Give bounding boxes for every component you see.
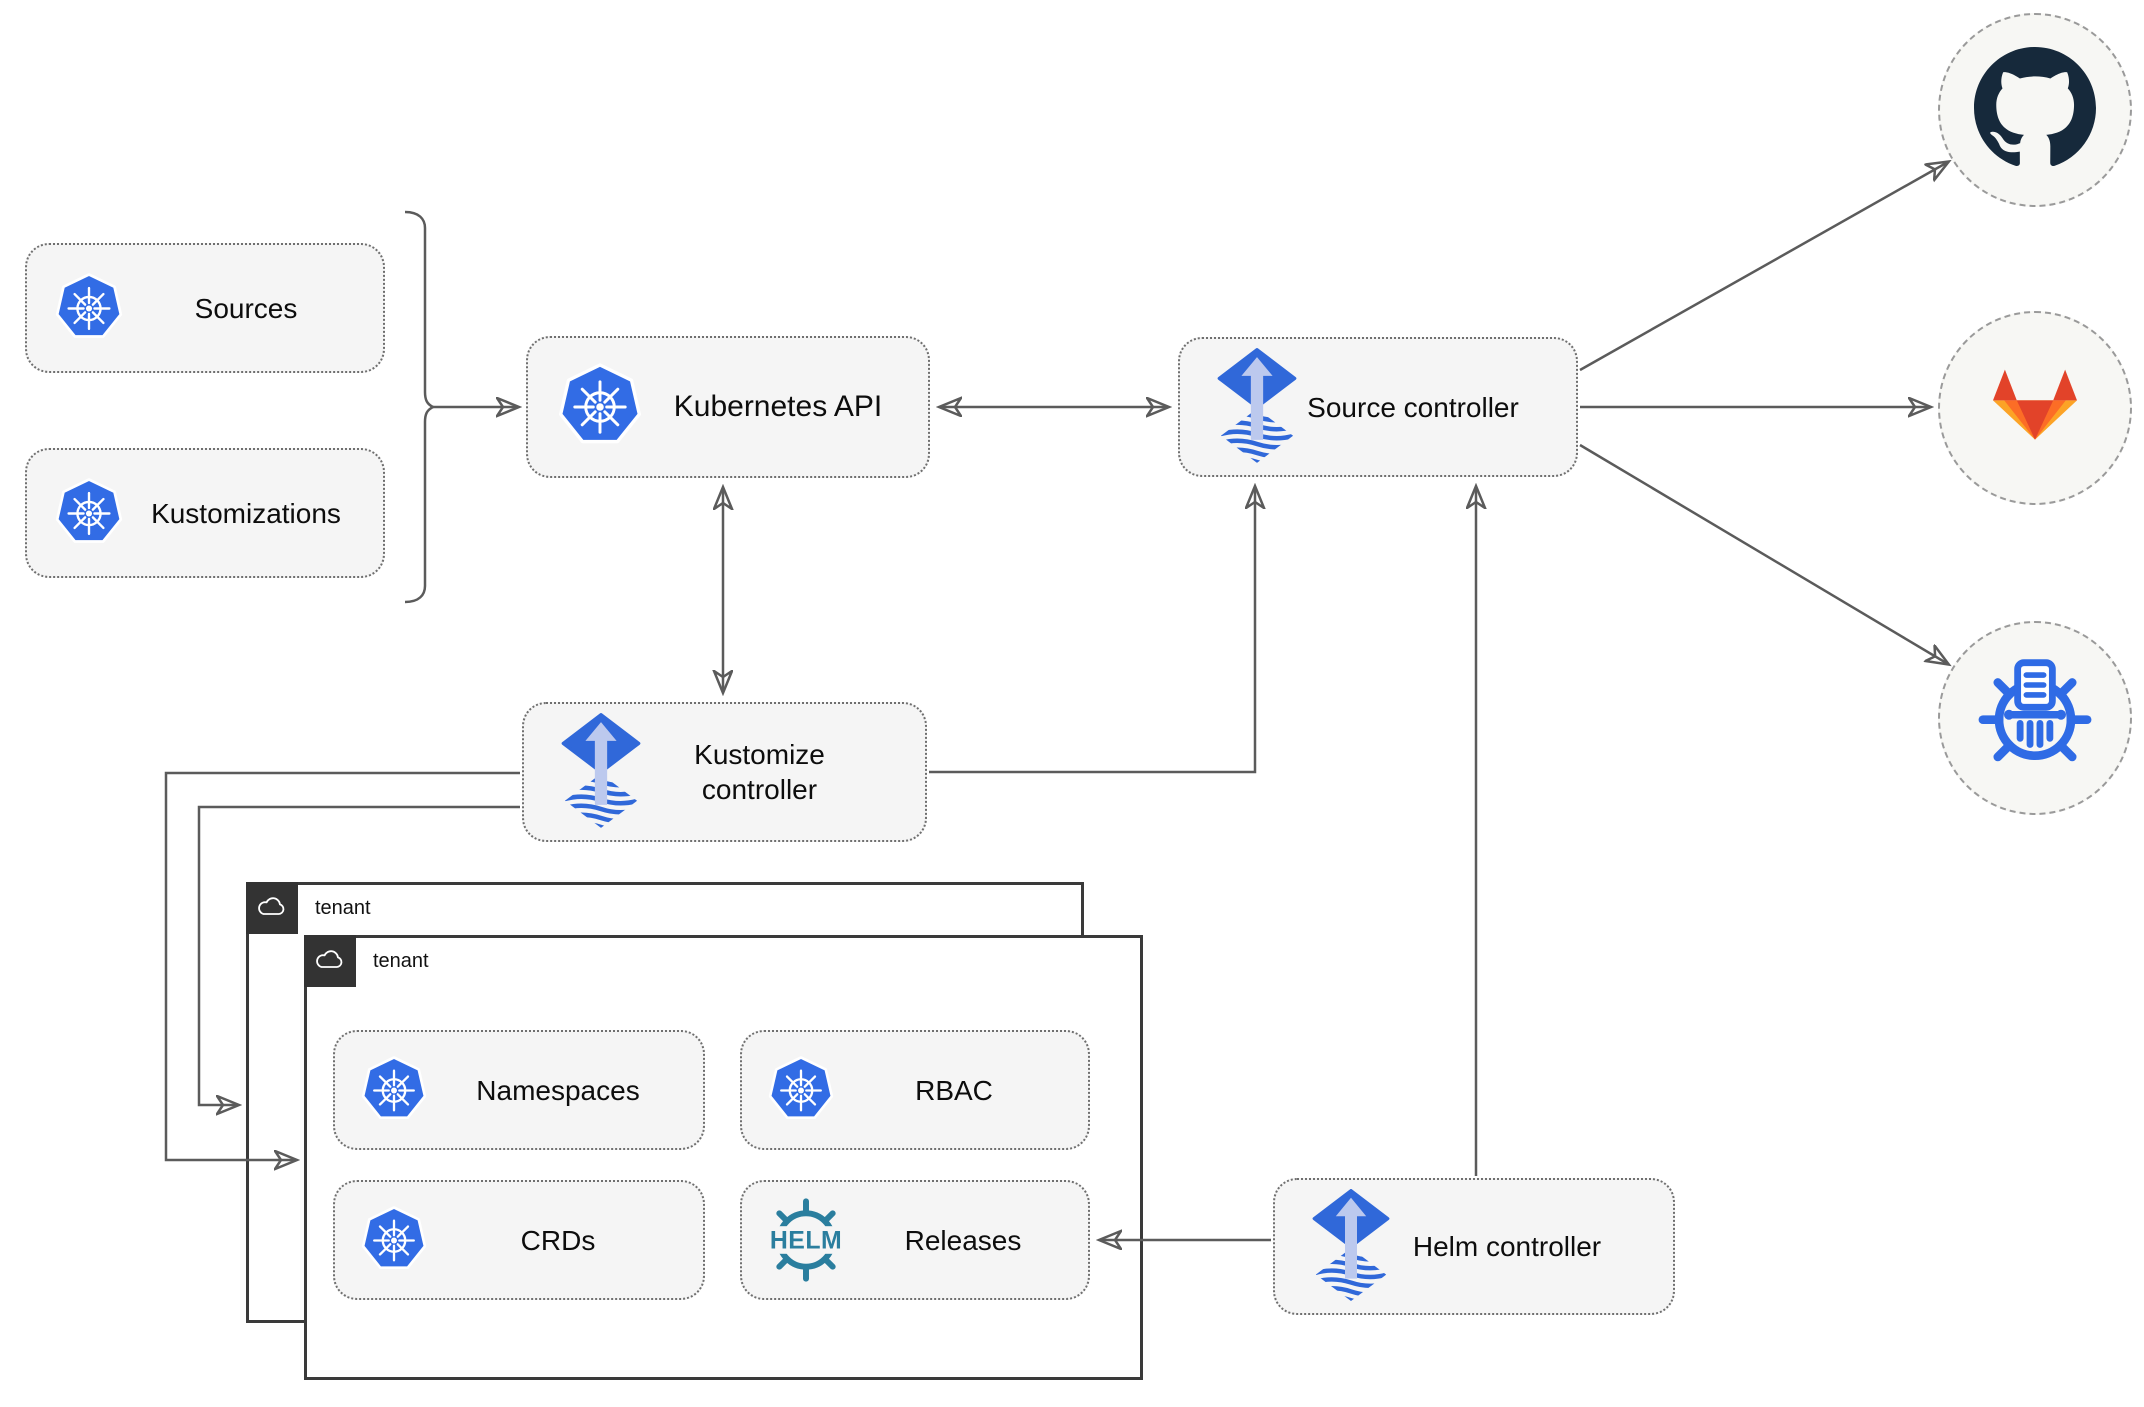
- kubernetes-icon: [361, 1056, 427, 1125]
- node-label: Helm controller: [1412, 1231, 1602, 1262]
- tenant-label: tenant: [373, 949, 429, 972]
- external-gitlab: [1938, 311, 2132, 505]
- node-rbac: RBAC: [740, 1030, 1090, 1150]
- node-label: Kubernetes API: [673, 390, 883, 424]
- brace-sources-kustomizations: [404, 210, 436, 604]
- node-kubernetes-api: Kubernetes API: [526, 336, 930, 478]
- node-label: Source controller: [1307, 391, 1519, 423]
- flux-icon: [1216, 348, 1298, 467]
- kubernetes-icon: [361, 1206, 427, 1275]
- connector-kustomize-to-source-controller: [929, 487, 1255, 774]
- node-crds: CRDs: [333, 1180, 705, 1300]
- github-icon: [1974, 47, 2096, 174]
- tenant-box-front: tenant: [304, 935, 1143, 1380]
- cloud-icon: [255, 893, 289, 924]
- kubernetes-icon: [558, 363, 642, 451]
- tenant-tab: [246, 882, 298, 934]
- node-kustomizations: Kustomizations: [25, 448, 385, 578]
- connector-source-controller-to-helm-repository: [1579, 443, 1948, 664]
- node-releases: HELM Releases: [740, 1180, 1090, 1300]
- helm-icon: HELM: [760, 1194, 852, 1286]
- node-namespaces: Namespaces: [333, 1030, 705, 1150]
- kubernetes-icon: [55, 478, 123, 549]
- node-kustomize-controller: Kustomize controller: [522, 702, 927, 842]
- helm-wordmark: HELM: [770, 1227, 842, 1254]
- gitlab-icon: [1965, 336, 2105, 481]
- node-source-controller: Source controller: [1178, 337, 1578, 477]
- node-helm-controller: Helm controller: [1273, 1178, 1675, 1315]
- node-label: Namespaces: [476, 1074, 640, 1106]
- node-label: Releases: [904, 1224, 1022, 1256]
- flux-icon: [1311, 1189, 1391, 1305]
- node-label: RBAC: [915, 1074, 993, 1106]
- node-sources: Sources: [25, 243, 385, 373]
- kubernetes-icon: [768, 1056, 834, 1125]
- connector-source-controller-to-github: [1579, 162, 1948, 372]
- node-label: Kustomizations: [151, 497, 341, 529]
- node-label: CRDs: [520, 1224, 596, 1256]
- chart-repository-icon: [1973, 654, 2097, 783]
- tenant-tab: [304, 935, 356, 987]
- node-label: Kustomize controller: [694, 739, 825, 805]
- flux-icon: [560, 713, 642, 832]
- external-helm-repository: [1938, 621, 2132, 815]
- cloud-icon: [313, 946, 347, 977]
- node-label: Sources: [194, 292, 298, 324]
- external-github: [1938, 13, 2132, 207]
- tenant-label: tenant: [315, 896, 371, 919]
- kubernetes-icon: [55, 273, 123, 344]
